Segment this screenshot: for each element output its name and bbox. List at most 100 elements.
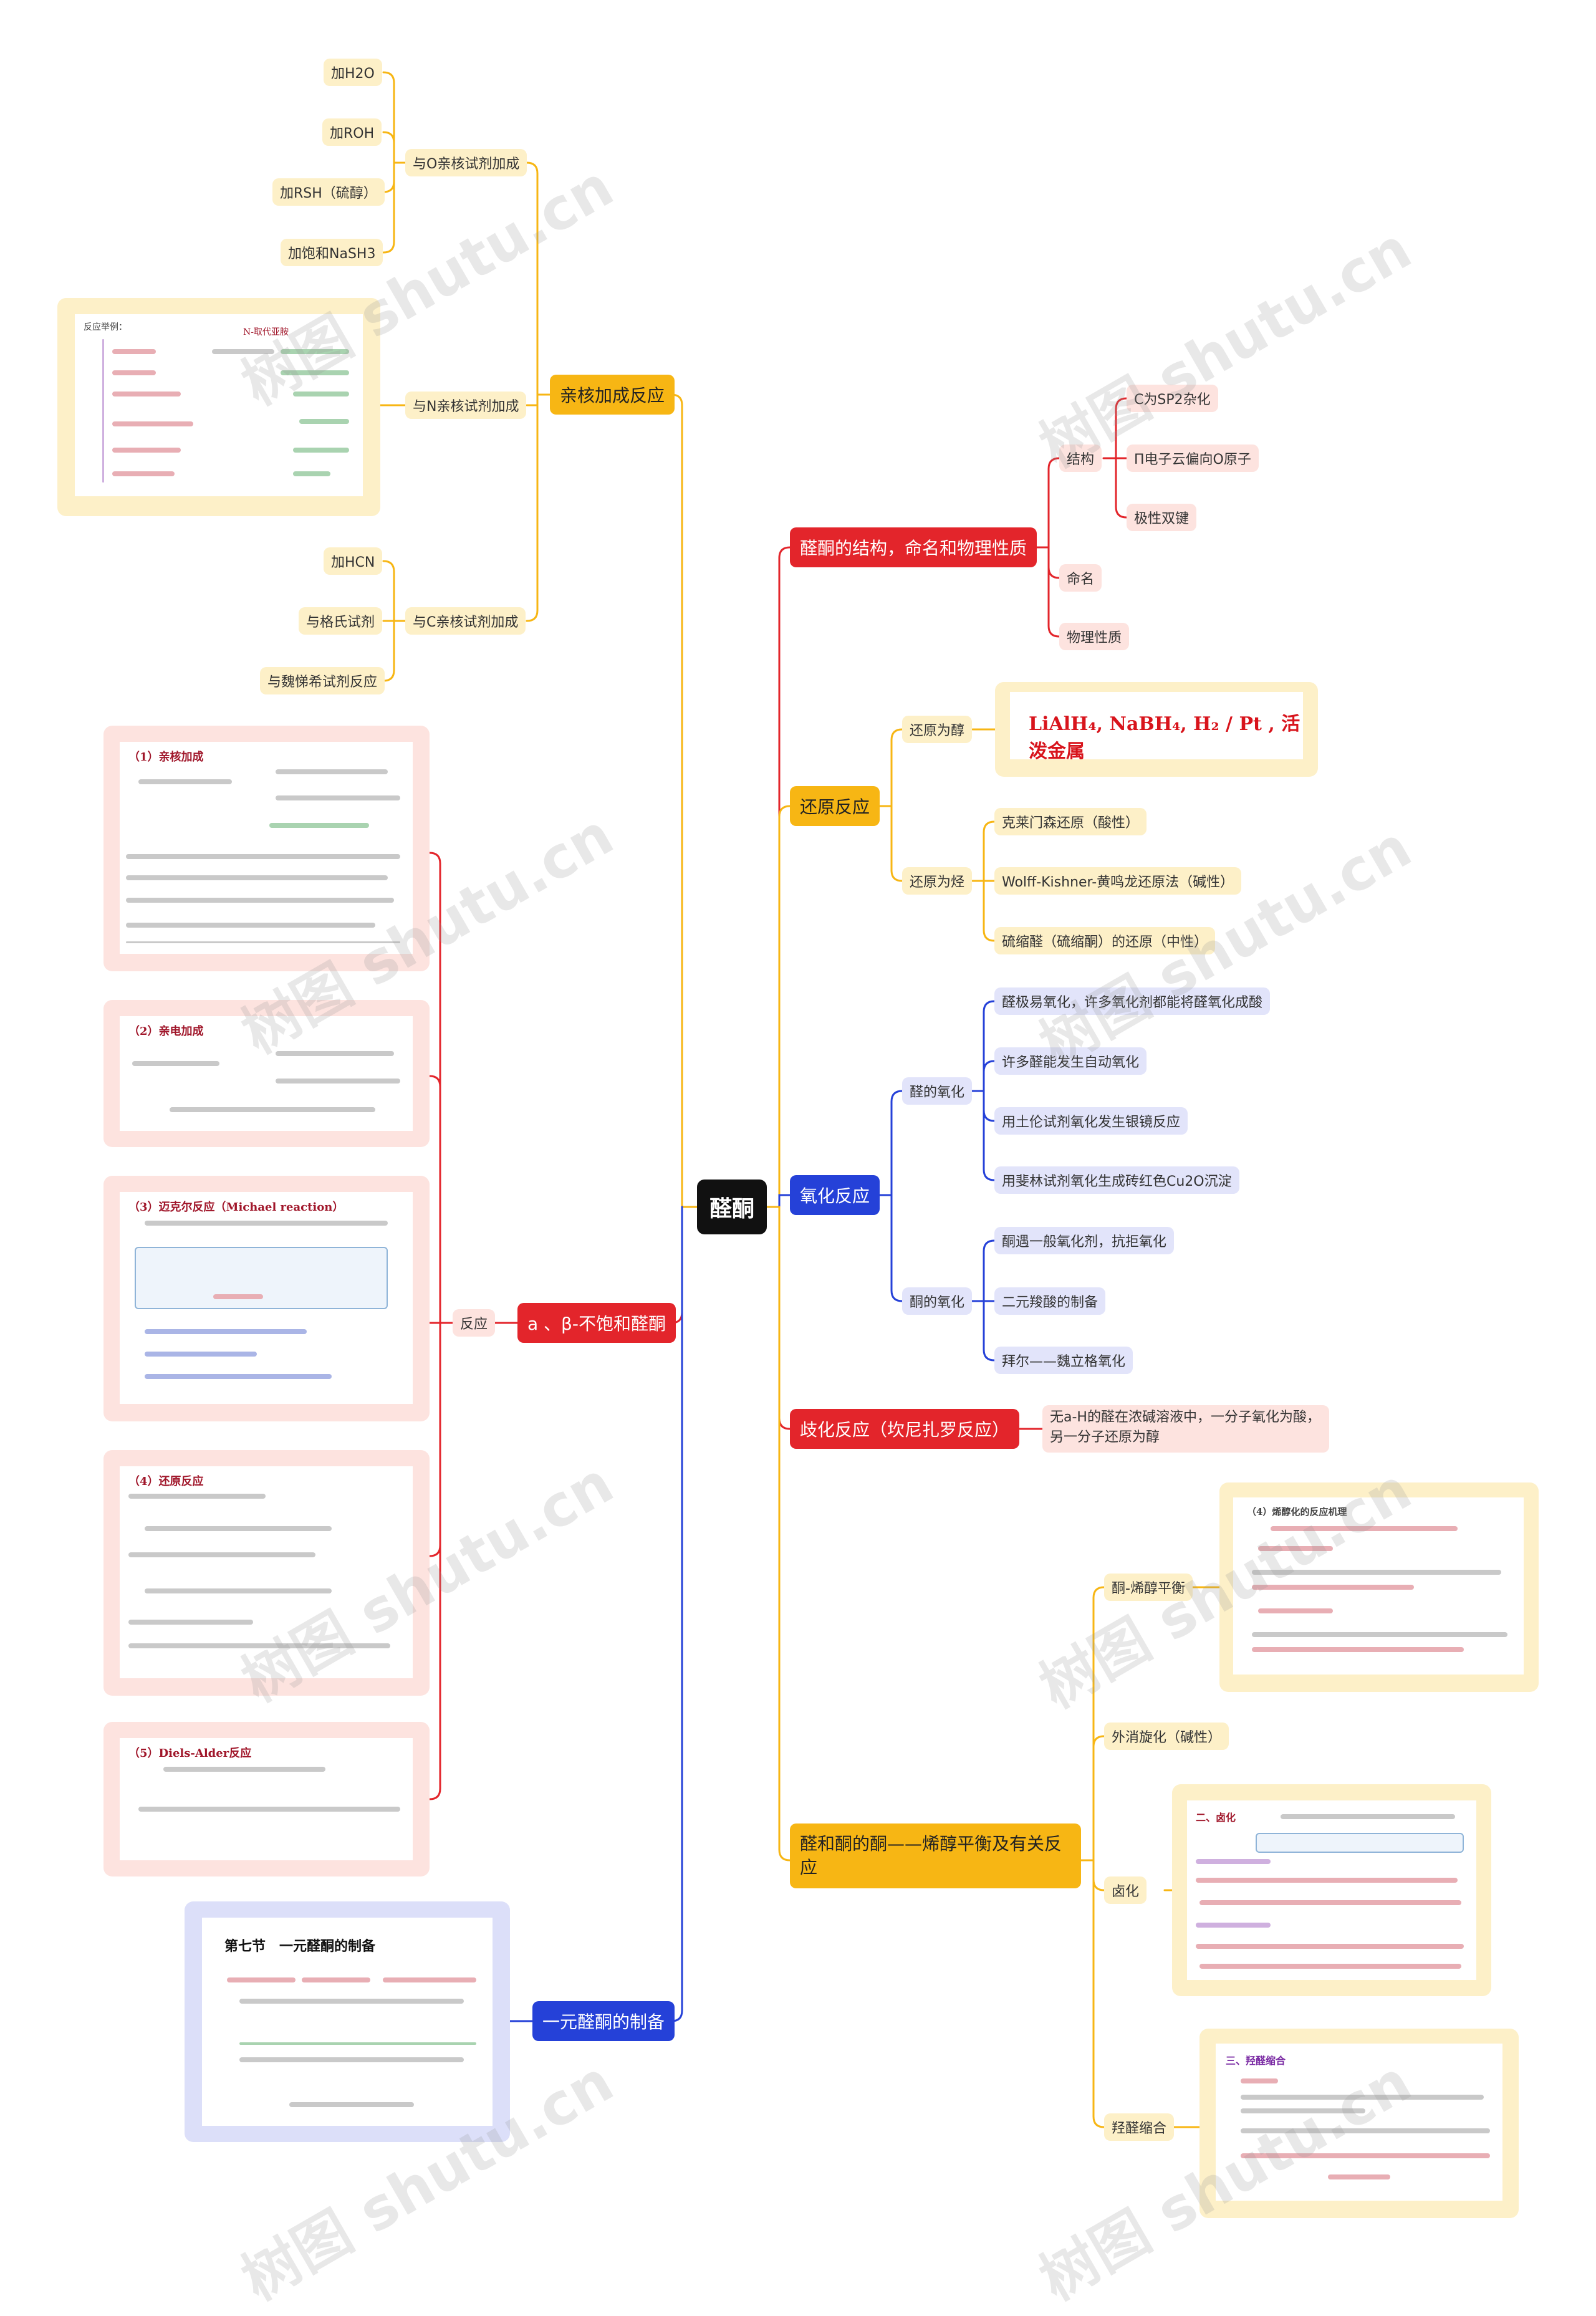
keto-enol-line (1271, 1526, 1458, 1531)
aldol-line (1241, 2078, 1278, 2083)
enol-keto-equilibrium[interactable]: 酮-烯醇平衡 (1104, 1574, 1193, 1601)
aldol-line (1241, 2153, 1490, 2158)
oxidation-aldehyde-item[interactable]: 用土伦试剂氧化发生银镜反应 (994, 1107, 1188, 1135)
preparation-line (227, 1977, 296, 1982)
n-reaction-line (299, 419, 349, 424)
oxidation-aldehyde-item[interactable]: 用斐林试剂氧化生成砖红色Cu2O沉淀 (994, 1166, 1239, 1194)
reduction-reaction-line (128, 1552, 315, 1557)
keto-enol-line (1252, 1647, 1464, 1652)
reduction-reaction-title: （4）还原反应 (128, 1475, 204, 1488)
oxidation-ketone-item[interactable]: 拜尔——魏立格氧化 (994, 1347, 1133, 1374)
reduction-reaction-line (145, 1588, 332, 1593)
keto-enol-line (1258, 1546, 1333, 1551)
structure-polar[interactable]: 极性双键 (1127, 504, 1197, 531)
michael-card: （3）迈克尔反应（Michael reaction） (120, 1192, 413, 1404)
n-reaction-line (212, 349, 274, 354)
reduction-to-alcohol[interactable]: 还原为醇 (902, 716, 973, 743)
preparation-line (383, 1977, 476, 1982)
michael-line (145, 1352, 257, 1357)
keto-enol-line (1252, 1632, 1507, 1637)
aldol-line (1241, 2128, 1490, 2133)
branch-enol[interactable]: 醛和酮的酮——烯醇平衡及有关反应 (790, 1823, 1081, 1888)
oxidation-ketone-item[interactable]: 二元羧酸的制备 (994, 1287, 1106, 1315)
nucleophilic-c-item[interactable]: 与魏悌希试剂反应 (260, 667, 385, 694)
nucleophilic-add-line (126, 941, 400, 943)
halogenation-line (1199, 1900, 1461, 1905)
preparation-line (239, 2057, 464, 2062)
oxidation-ketone[interactable]: 酮的氧化 (902, 1287, 973, 1315)
michael-title: （3）迈克尔反应（Michael reaction） (128, 1201, 344, 1214)
n-reaction-line (112, 392, 181, 396)
branch-structure[interactable]: 醛酮的结构，命名和物理性质 (790, 527, 1037, 567)
electrophilic-add-line (132, 1061, 219, 1066)
michael-line (213, 1294, 263, 1299)
nucleophilic-add-line (276, 795, 400, 800)
n-reaction-line (281, 370, 349, 375)
nucleophilic-add-card: （1）亲核加成 (120, 742, 413, 954)
preparation-line (302, 1977, 370, 1982)
reduction-wolff-kishner[interactable]: Wolff-Kishner-黄鸣龙还原法（碱性） (994, 867, 1242, 895)
nucleophilic-c-group[interactable]: 与C亲核试剂加成 (405, 607, 526, 635)
unsaturated-reaction[interactable]: 反应 (453, 1309, 496, 1337)
nucleophilic-add-line (138, 779, 232, 784)
n-reaction-line (112, 349, 156, 354)
nucleophilic-o-item[interactable]: 加ROH (322, 118, 382, 146)
preparation-figure: 第七节 一元醛酮的制备 (185, 1901, 510, 2142)
oxidation-ketone-item[interactable]: 酮遇一般氧化剂，抗拒氧化 (994, 1227, 1175, 1254)
n-reaction-line (112, 421, 193, 426)
preparation-card: 第七节 一元醛酮的制备 (202, 1918, 493, 2126)
reduction-alcohol-figure: LiAlH₄, NaBH₄, H₂ / Pt , 活泼金属 (995, 682, 1318, 777)
structure-struct[interactable]: 结构 (1059, 444, 1102, 472)
enol-aldol[interactable]: 羟醛缩合 (1104, 2113, 1175, 2141)
nucleophilic-c-item[interactable]: 与格氏试剂 (299, 607, 383, 635)
structure-sp2[interactable]: C为SP2杂化 (1127, 385, 1218, 412)
halogenation-title: 二、卤化 (1196, 1812, 1236, 1823)
n-reaction-figure: 反应举例： N-取代亚胺 (57, 298, 380, 516)
nucleophilic-c-item[interactable]: 加HCN (324, 547, 383, 575)
nucleophilic-o-group[interactable]: 与O亲核试剂加成 (405, 149, 527, 176)
diels-alder-line (138, 1807, 400, 1812)
central-topic[interactable]: 醛酮 (697, 1180, 767, 1234)
aldol-figure: 三、羟醛缩合 (1199, 2029, 1519, 2218)
nucleophilic-o-item[interactable]: 加H2O (324, 59, 382, 86)
halogenation-line (1196, 1923, 1271, 1928)
halogenation-card: 二、卤化 (1187, 1800, 1476, 1980)
electrophilic-add-line (276, 1051, 394, 1056)
reduction-to-hydrocarbon[interactable]: 还原为烃 (902, 867, 973, 895)
nucleophilic-o-item[interactable]: 加饱和NaSH3 (281, 239, 383, 266)
reduction-reaction-figure: （4）还原反应 (103, 1450, 430, 1696)
cannizzaro-description[interactable]: 无a-H的醛在浓碱溶液中，一分子氧化为酸，另一分子还原为醇 (1042, 1405, 1329, 1453)
nucleophilic-add-figure: （1）亲核加成 (103, 726, 430, 971)
aldol-line (1328, 2174, 1390, 2179)
enol-halogenation[interactable]: 卤化 (1104, 1876, 1147, 1904)
diels-alder-figure: （5）Diels-Alder反应 (103, 1722, 430, 1876)
structure-pi[interactable]: Π电子云偏向O原子 (1127, 444, 1259, 472)
n-reaction-note: N-取代亚胺 (243, 327, 289, 337)
structure-naming[interactable]: 命名 (1059, 564, 1102, 592)
structure-physical[interactable]: 物理性质 (1059, 623, 1130, 650)
branch-cannizzaro[interactable]: 歧化反应（坎尼扎罗反应） (790, 1409, 1020, 1449)
diels-alder-title: （5）Diels-Alder反应 (128, 1747, 252, 1760)
reduction-clemmensen[interactable]: 克莱门森还原（酸性） (994, 808, 1147, 835)
branch-nucleophilic[interactable]: 亲核加成反应 (550, 375, 675, 415)
branch-reduction[interactable]: 还原反应 (790, 786, 880, 826)
reduction-thioacetal[interactable]: 硫缩醛（硫缩酮）的还原（中性） (994, 927, 1216, 954)
n-reaction-line (281, 349, 349, 354)
nucleophilic-n-group[interactable]: 与N亲核试剂加成 (405, 392, 527, 419)
oxidation-aldehyde[interactable]: 醛的氧化 (902, 1077, 973, 1105)
enol-racemization[interactable]: 外消旋化（碱性） (1104, 1723, 1229, 1750)
keto-enol-card: （4）烯醇化的反应机理 (1233, 1497, 1524, 1675)
reduction-reaction-card: （4）还原反应 (120, 1466, 413, 1678)
n-reaction-line (112, 370, 156, 375)
n-reaction-bracket (102, 339, 104, 483)
aldol-line (1241, 2108, 1365, 2113)
oxidation-aldehyde-item[interactable]: 许多醛能发生自动氧化 (994, 1047, 1147, 1075)
nucleophilic-o-item[interactable]: 加RSH（硫醇） (272, 178, 385, 206)
branch-unsaturated[interactable]: a 、β-不饱和醛酮 (517, 1303, 676, 1343)
n-reaction-line (293, 448, 349, 453)
branch-preparation[interactable]: 一元醛酮的制备 (532, 2001, 675, 2041)
reduction-reaction-line (128, 1643, 390, 1648)
branch-oxidation[interactable]: 氧化反应 (790, 1175, 880, 1215)
oxidation-aldehyde-item[interactable]: 醛极易氧化，许多氧化剂都能将醛氧化成酸 (994, 987, 1271, 1015)
